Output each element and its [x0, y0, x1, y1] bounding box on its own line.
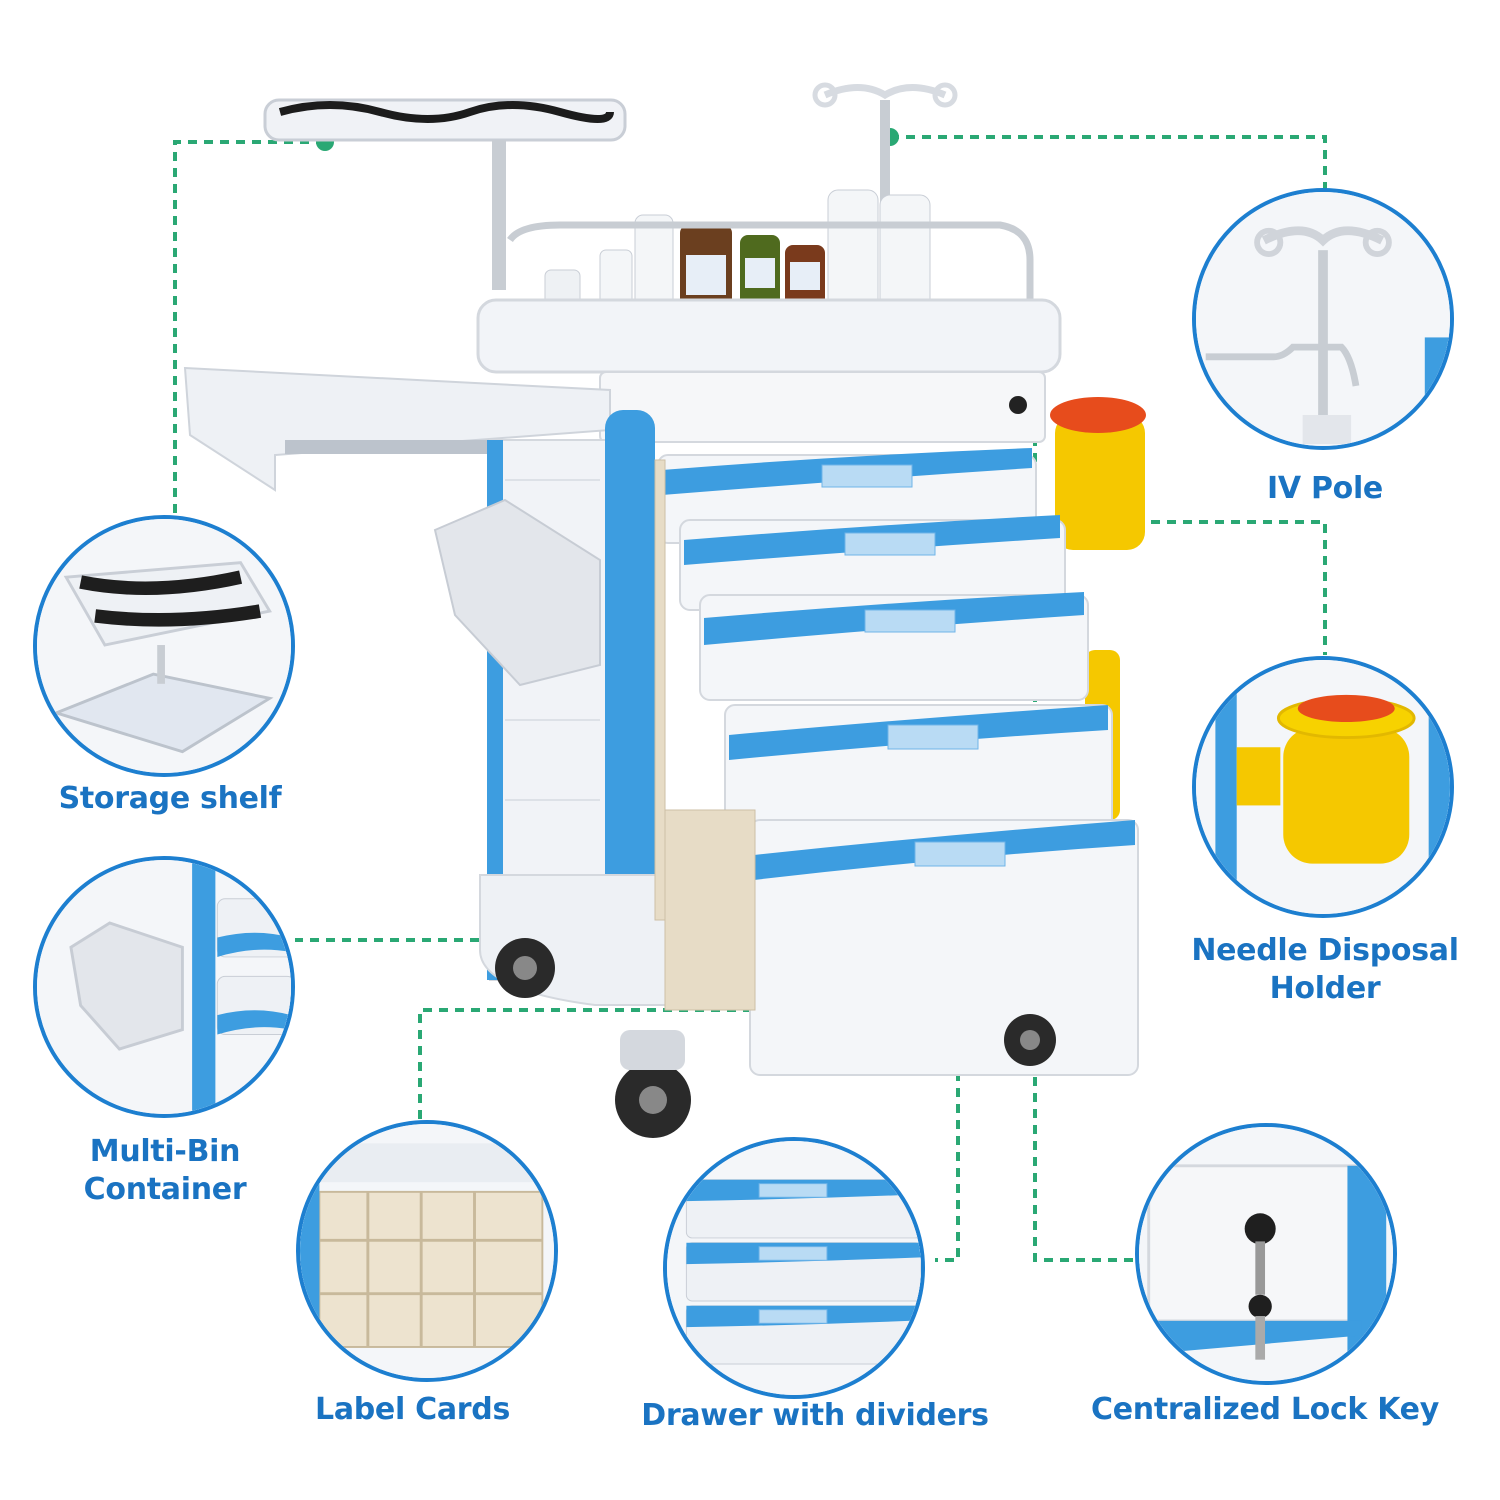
connector-iv-pole: [890, 135, 1327, 190]
top-storage-tray: [263, 98, 627, 290]
label-needle-disposal-line1: Needle Disposal: [1191, 933, 1459, 968]
detail-circle-lock-key: [1135, 1123, 1397, 1385]
detail-circle-storage-shelf: [33, 515, 295, 777]
caster-wheels: [495, 938, 1056, 1138]
drawers: [654, 448, 1139, 1076]
connector-lock-key: [1033, 405, 1135, 1262]
label-multi-bin: Multi-Bin Container: [45, 1133, 285, 1209]
detail-circle-label-cards: [296, 1120, 558, 1382]
detail-circle-multi-bin: [33, 856, 295, 1118]
label-needle-disposal-line2: Holder: [1269, 971, 1381, 1006]
label-multi-bin-line2: Container: [83, 1172, 247, 1207]
label-multi-bin-line1: Multi-Bin: [89, 1134, 241, 1169]
detail-circle-drawer-dividers: [663, 1137, 925, 1399]
detail-circle-iv-pole: [1192, 188, 1454, 450]
label-storage-shelf: Storage shelf: [58, 781, 282, 816]
label-drawer-dividers: Drawer with dividers: [641, 1398, 989, 1433]
cart-top-deck: [476, 221, 1062, 443]
label-lock-key: Centralized Lock Key: [1091, 1392, 1439, 1427]
label-label-cards: Label Cards: [315, 1392, 510, 1427]
multi-bin-side: [433, 498, 601, 687]
connector-storage-shelf: [173, 140, 325, 515]
label-needle-disposal: Needle Disposal Holder: [1175, 932, 1475, 1008]
detail-circle-needle-holder: [1192, 656, 1454, 918]
label-iv-pole: IV Pole: [1267, 471, 1383, 506]
connector-needle-holder: [1135, 520, 1327, 655]
